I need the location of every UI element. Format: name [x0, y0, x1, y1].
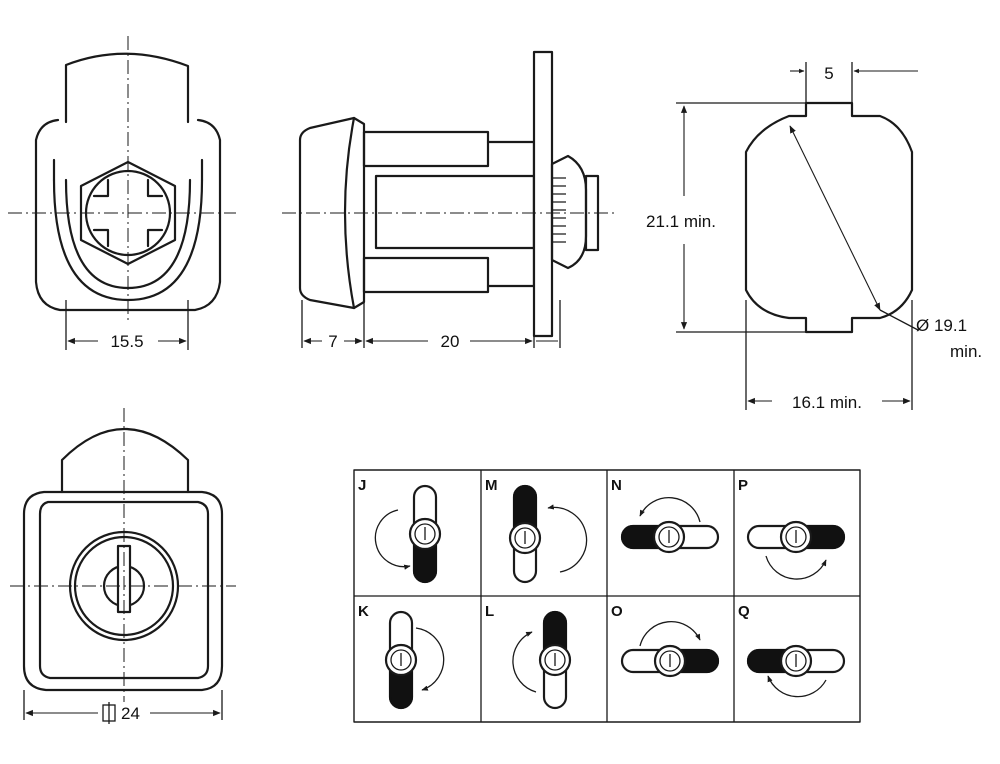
- dim-face-size: 24: [121, 704, 140, 723]
- dim-cutout-slot: 5: [824, 64, 833, 83]
- cam-cell-L: L: [485, 603, 572, 710]
- cam-code-J: J: [358, 477, 366, 494]
- cam-cell-K: K: [358, 603, 445, 710]
- cam-code-Q: Q: [738, 603, 750, 620]
- cam-code-O: O: [611, 603, 623, 620]
- dim-cutout-diameter-line2: min.: [950, 342, 982, 361]
- cam-position-grid: J M N P: [353, 469, 861, 723]
- cam-code-P: P: [738, 477, 748, 494]
- cam-cell-O: O: [611, 603, 720, 678]
- cam-cell-P: P: [738, 477, 846, 580]
- side-view: 7 20: [282, 50, 614, 351]
- front-view: 24: [10, 408, 236, 724]
- rear-view: 15.5: [8, 36, 236, 351]
- dim-flange-depth: 7: [328, 332, 337, 351]
- dim-cutout-width: 16.1 min.: [792, 393, 862, 412]
- dim-cutout-height: 21.1 min.: [646, 212, 716, 231]
- cam-cell-M: M: [485, 477, 588, 584]
- cam-cell-J: J: [358, 477, 442, 584]
- cam-code-M: M: [485, 477, 498, 494]
- dim-cutout-diameter-line1: Ø 19.1: [916, 316, 967, 335]
- cam-cell-Q: Q: [738, 603, 846, 698]
- cam-code-L: L: [485, 603, 494, 620]
- cam-code-K: K: [358, 603, 369, 620]
- dim-front-width: 15.5: [110, 332, 143, 351]
- cam-code-N: N: [611, 477, 622, 494]
- panel-cutout: 21.1 min. 5 Ø 19.1 min. 16.1 min.: [646, 62, 982, 412]
- cam-cell-N: N: [611, 477, 720, 554]
- dim-body-length: 20: [441, 332, 460, 351]
